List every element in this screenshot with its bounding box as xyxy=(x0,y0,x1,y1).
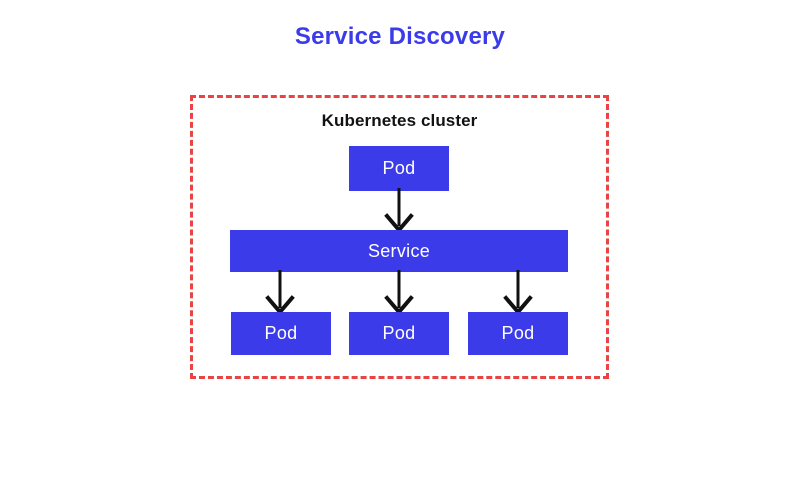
node-pod-top[interactable]: Pod xyxy=(349,146,449,191)
arrow-service-to-pod-center-icon xyxy=(384,270,414,316)
node-pod-right[interactable]: Pod xyxy=(468,312,568,355)
node-service-label: Service xyxy=(367,240,431,261)
node-pod-center[interactable]: Pod xyxy=(349,312,449,355)
node-pod-center-label: Pod xyxy=(382,323,416,343)
arrow-service-to-pod-left-icon xyxy=(265,270,295,316)
node-service[interactable]: Service xyxy=(230,230,568,272)
node-pod-left-label: Pod xyxy=(264,323,298,343)
arrow-pod-to-service-icon xyxy=(384,188,414,234)
node-pod-top-label: Pod xyxy=(382,158,416,178)
node-pod-right-label: Pod xyxy=(501,323,535,343)
node-pod-left[interactable]: Pod xyxy=(231,312,331,355)
kubernetes-cluster-label: Kubernetes cluster xyxy=(321,111,478,130)
kubernetes-cluster-boundary xyxy=(190,95,609,379)
page-title: Service Discovery xyxy=(294,23,506,50)
arrow-service-to-pod-right-icon xyxy=(503,270,533,316)
